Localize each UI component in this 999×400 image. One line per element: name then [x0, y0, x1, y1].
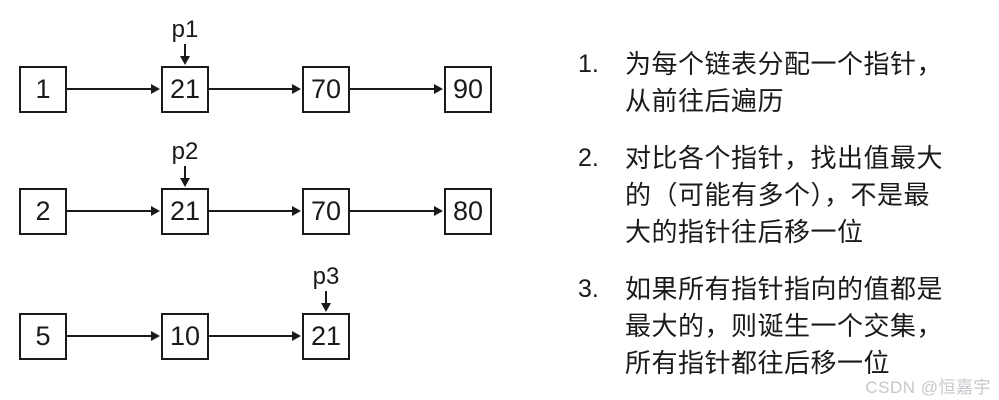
pointer-down-arrow-icon	[180, 166, 190, 187]
step-text-line: 从前往后遍历	[625, 86, 785, 116]
next-arrow-icon	[209, 206, 301, 216]
step-number: 1.	[578, 50, 599, 78]
step-item: 2. 对比各个指针，找出值最大 的（可能有多个），不是最 大的指针往后移一位	[578, 140, 990, 251]
list-node: 90	[444, 66, 492, 113]
step-text-line: 最大的，则诞生一个交集，	[625, 311, 944, 341]
list-node: 5	[19, 313, 67, 360]
pointer-label: p2	[171, 138, 199, 165]
step-text: 为每个链表分配一个指针， 从前往后遍历	[625, 46, 943, 120]
step-text-line: 的（可能有多个），不是最	[625, 180, 931, 210]
pointer-down-arrow-icon	[321, 291, 331, 312]
step-number: 2.	[578, 144, 599, 172]
step-text-line: 对比各个指针，找出值最大	[625, 143, 944, 173]
list-node: 1	[19, 66, 67, 113]
step-text-line: 为每个链表分配一个指针，	[625, 49, 944, 79]
step-text-line: 所有指针都往后移一位	[625, 348, 891, 378]
next-arrow-icon	[209, 84, 301, 94]
list-node: 21	[161, 188, 209, 235]
algorithm-steps: 1. 为每个链表分配一个指针， 从前往后遍历 2. 对比各个指针，找出值最大 的…	[578, 46, 990, 400]
step-text: 如果所有指针指向的值都是 最大的，则诞生一个交集， 所有指针都往后移一位	[625, 271, 943, 382]
next-arrow-icon	[67, 331, 160, 341]
list-node: 2	[19, 188, 67, 235]
next-arrow-icon	[350, 206, 443, 216]
step-item: 1. 为每个链表分配一个指针， 从前往后遍历	[578, 46, 990, 120]
next-arrow-icon	[67, 84, 160, 94]
step-text: 对比各个指针，找出值最大 的（可能有多个），不是最 大的指针往后移一位	[625, 140, 943, 251]
next-arrow-icon	[350, 84, 443, 94]
pointer-label: p3	[312, 263, 340, 290]
list-node: 70	[302, 66, 350, 113]
list-node: 21	[161, 66, 209, 113]
step-number: 3.	[578, 275, 599, 303]
next-arrow-icon	[209, 331, 301, 341]
step-item: 3. 如果所有指针指向的值都是 最大的，则诞生一个交集， 所有指针都往后移一位	[578, 271, 990, 382]
list-node: 70	[302, 188, 350, 235]
pointer-down-arrow-icon	[180, 44, 190, 65]
step-text-line: 大的指针往后移一位	[625, 217, 864, 247]
list-node: 80	[444, 188, 492, 235]
next-arrow-icon	[67, 206, 160, 216]
list-node: 21	[302, 313, 350, 360]
pointer-label: p1	[171, 16, 199, 43]
watermark: CSDN @恒嘉宇	[865, 378, 991, 397]
list-node: 10	[161, 313, 209, 360]
step-text-line: 如果所有指针指向的值都是	[625, 274, 944, 304]
